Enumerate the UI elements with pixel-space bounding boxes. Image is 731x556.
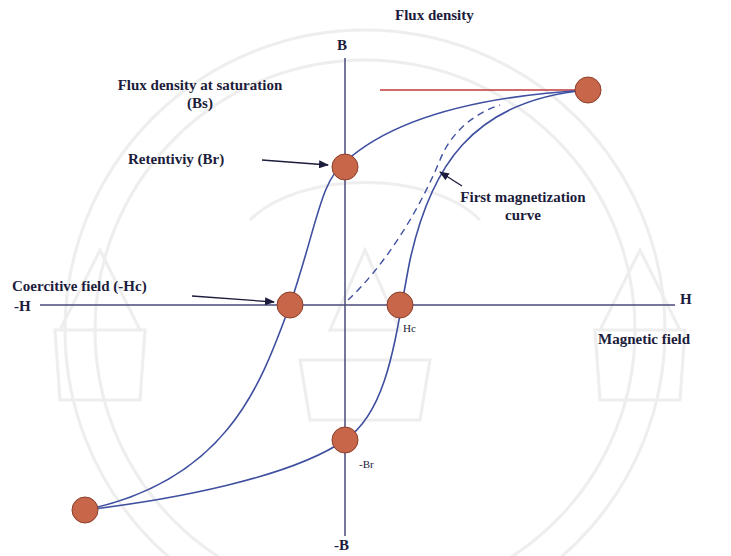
annotation: First magnetization curve (458, 188, 588, 224)
key-points (72, 77, 601, 523)
annotation: Flux density at saturation (Bs) (105, 76, 295, 112)
leader-arrow (440, 172, 462, 186)
axis-tick-label: Hc (403, 322, 416, 335)
axis-label: -H (14, 297, 31, 315)
axis-label: B (337, 36, 347, 54)
lower-branch (85, 90, 588, 510)
h-axis (40, 304, 675, 306)
axis-label: -B (334, 536, 349, 554)
axis-label: Magnetic field (598, 330, 690, 348)
axis-label: H (680, 290, 692, 308)
leader-arrow (262, 160, 328, 165)
chart-title: Flux density (395, 6, 474, 24)
b-axis (344, 58, 346, 536)
annotation: Coercitive field (-Hc) (12, 277, 147, 295)
upper-branch (85, 90, 588, 510)
axis-tick-label: -Br (359, 458, 374, 471)
saturation-line (380, 89, 588, 91)
annotation: Retentiviy (Br) (128, 150, 224, 168)
watermark-seal (55, 30, 685, 556)
leader-arrow (192, 296, 274, 302)
